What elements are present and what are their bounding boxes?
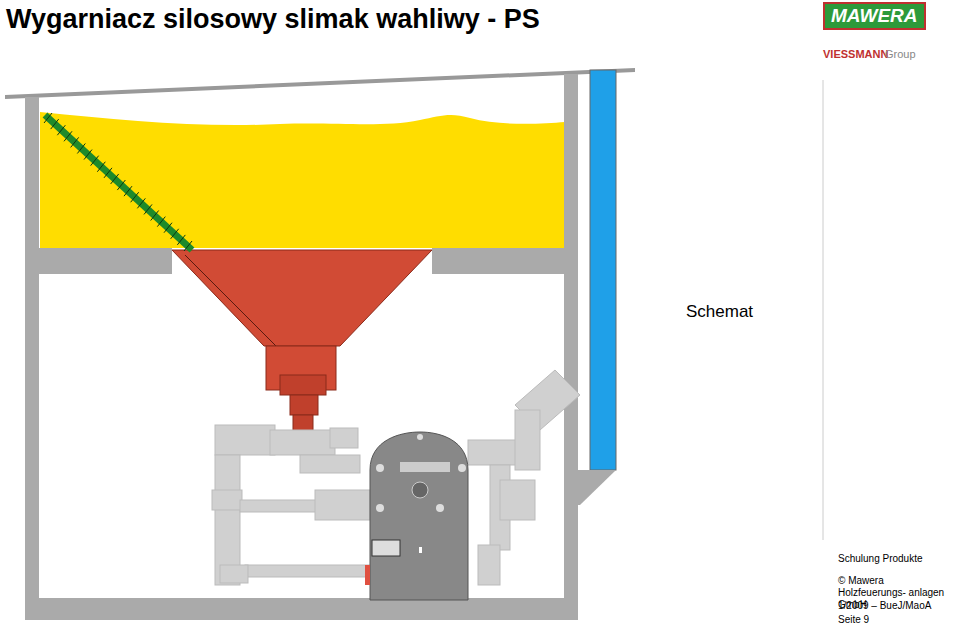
footer-note: Seite 9 [838, 614, 869, 625]
brand-group: Group [885, 48, 916, 60]
slide-title: Wygarniacz silosowy slimak wahliwy - PS [6, 4, 540, 35]
brand-name: VIESSMANN [823, 48, 888, 60]
logo-text: MAWERA [825, 4, 924, 28]
section-label: Schemat [686, 302, 753, 322]
logo-box: MAWERA [823, 2, 926, 30]
footer-note: 1/2009 – BueJ/MaoA [838, 600, 931, 611]
footer-note: Schulung Produkte [838, 553, 923, 564]
